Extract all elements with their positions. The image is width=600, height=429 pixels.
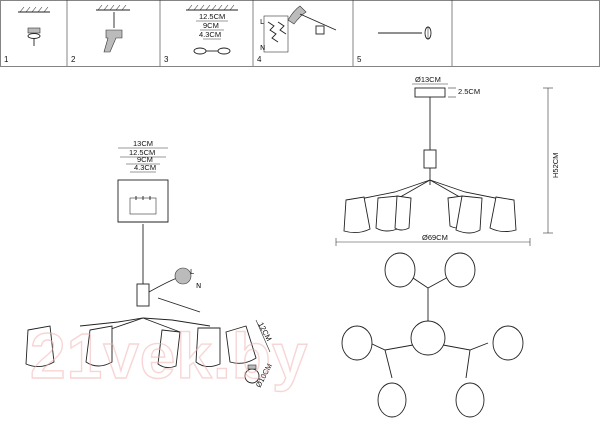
step-2-illustration [96,4,130,53]
step-4-illustration: L N [260,5,337,53]
side-live-label: L [190,268,194,276]
total-height-label: H52CM [551,153,560,178]
canopy-diameter-label: Ø13CM [415,75,441,84]
panel3-dim-9: 9CM [203,21,219,30]
side-dim-13: 13CM [133,139,153,148]
panel4-neutral-label: N [260,44,265,52]
top-view [341,252,524,418]
front-view: Ø13CM 2.5CM H52CM Ø69CM [335,75,560,246]
watermark: 21vek.by [30,320,308,392]
panel4-live-label: L [260,18,264,26]
step-3-illustration: 12.5CM 9CM 4.3CM [186,4,238,55]
side-view: 13CM 12.5CM 9CM 4.3CM L N 12CM [25,139,274,389]
side-dim-9: 9CM [137,155,153,164]
step-5-number: 5 [357,55,362,64]
step-5-illustration [378,26,432,40]
canopy-height-label: 2.5CM [458,87,480,96]
step-1-number: 1 [4,55,9,64]
total-width-label: Ø69CM [422,233,448,242]
panel3-dim-12-5: 12.5CM [199,12,225,21]
side-dim-12-5: 12.5CM [129,148,155,157]
step-2-number: 2 [71,55,76,64]
panel3-dim-4-3: 4.3CM [199,30,221,39]
step-4-number: 4 [257,55,262,64]
step-1-illustration [18,6,50,46]
side-neutral-label: N [196,282,201,290]
side-dim-4-3: 4.3CM [134,163,156,172]
step-3-number: 3 [164,55,169,64]
